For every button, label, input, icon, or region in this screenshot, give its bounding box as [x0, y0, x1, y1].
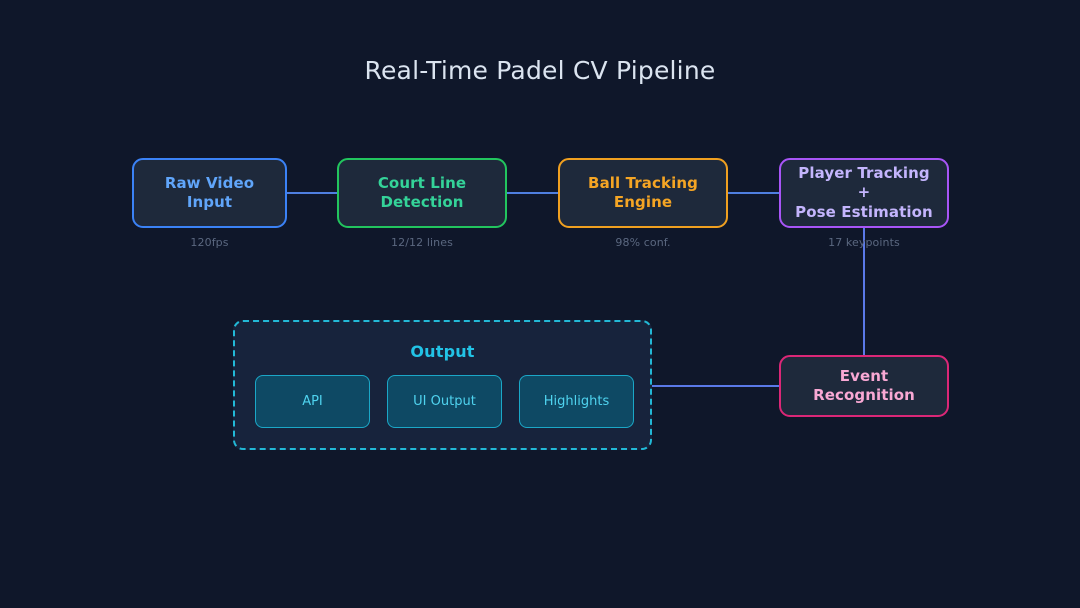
node-player-tracking-pose-estimation-line2: Pose Estimation [795, 202, 933, 221]
node-court-line-detection-line2: Detection [380, 193, 464, 211]
node-ball-tracking-engine[interactable]: Ball Tracking Engine [558, 158, 728, 228]
output-box-highlights[interactable]: Highlights [519, 375, 634, 428]
connector-raw-video-to-court-line [287, 192, 337, 194]
caption-raw-video-input: 120fps [190, 236, 229, 249]
node-ball-tracking-engine-label: Ball Tracking Engine [578, 174, 708, 213]
node-event-recognition[interactable]: Event Recognition [779, 355, 949, 417]
output-group-title: Output [410, 342, 475, 361]
output-box-ui-output[interactable]: UI Output [387, 375, 502, 428]
node-court-line-detection[interactable]: Court Line Detection [337, 158, 507, 228]
connector-player-tracking-to-event-recognition [863, 228, 865, 355]
caption-court-line-detection: 12/12 lines [391, 236, 453, 249]
connector-ball-tracking-to-player-tracking [728, 192, 779, 194]
output-group: Output API UI Output Highlights [233, 320, 652, 450]
connector-court-line-to-ball-tracking [507, 192, 558, 194]
node-player-tracking-pose-estimation-line1: Player Tracking + [798, 163, 930, 202]
output-box-api[interactable]: API [255, 375, 370, 428]
page-title: Real-Time Padel CV Pipeline [364, 56, 716, 85]
node-raw-video-input-line1: Raw Video [164, 173, 255, 192]
node-event-recognition-line2: Recognition [813, 386, 915, 404]
node-ball-tracking-engine-line1: Ball Tracking [588, 173, 698, 192]
node-raw-video-input-line2: Input [186, 193, 233, 211]
node-player-tracking-pose-estimation-label: Player Tracking + Pose Estimation [781, 164, 947, 223]
node-ball-tracking-engine-line2: Engine [613, 193, 673, 211]
node-court-line-detection-line1: Court Line [377, 173, 467, 192]
caption-player-tracking-pose-estimation: 17 keypoints [828, 236, 900, 249]
node-player-tracking-pose-estimation[interactable]: Player Tracking + Pose Estimation [779, 158, 949, 228]
node-raw-video-input[interactable]: Raw Video Input [132, 158, 287, 228]
node-event-recognition-line1: Event [839, 366, 889, 385]
node-raw-video-input-label: Raw Video Input [155, 174, 264, 213]
node-event-recognition-label: Event Recognition [803, 367, 925, 406]
connector-event-recognition-to-output [652, 385, 779, 387]
node-court-line-detection-label: Court Line Detection [368, 174, 476, 213]
caption-ball-tracking-engine: 98% conf. [615, 236, 671, 249]
